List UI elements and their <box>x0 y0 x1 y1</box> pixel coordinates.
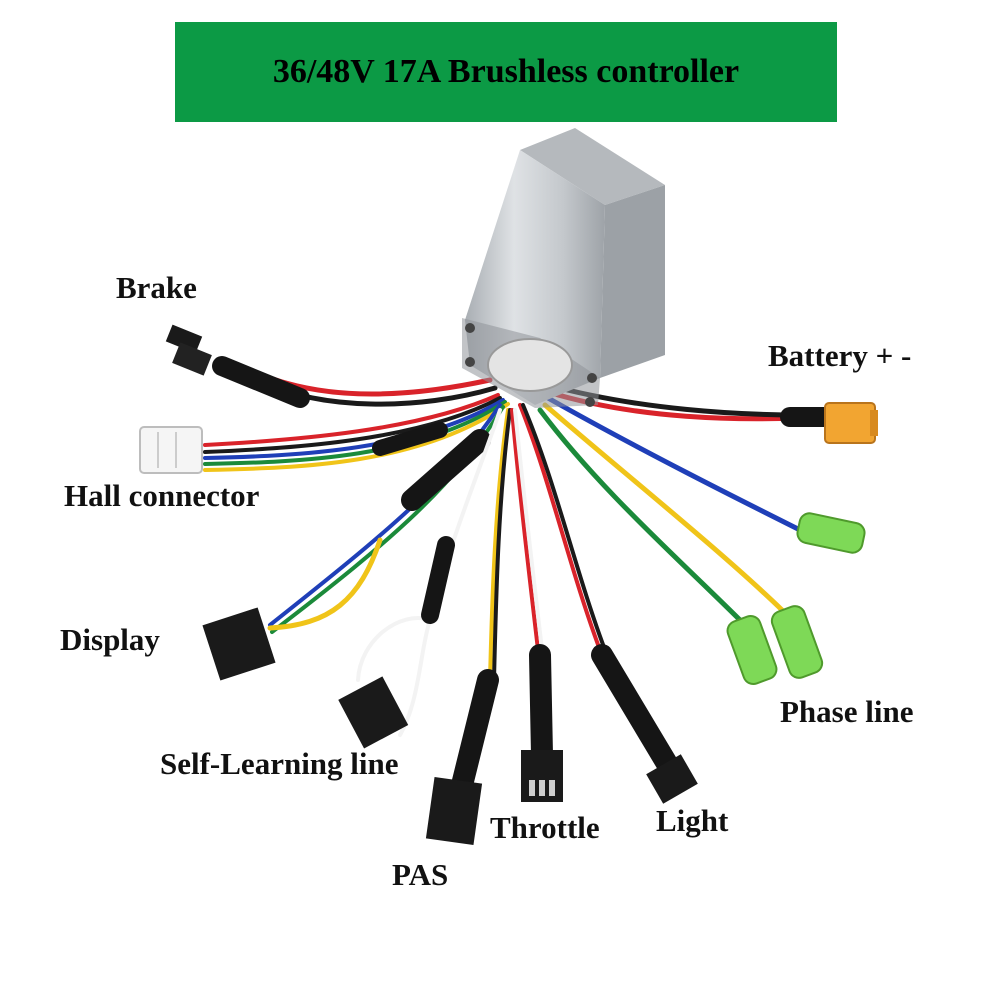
label-battery: Battery + - <box>768 338 912 373</box>
phase-wire-yellow <box>542 402 785 613</box>
label-phase-line: Phase line <box>780 694 914 729</box>
throttle-connector <box>521 750 563 802</box>
display-sleeve <box>401 429 491 511</box>
pas-wire-black <box>492 408 512 682</box>
page-title: 36/48V 17A Brushless controller <box>272 53 740 90</box>
hall-wire-blue <box>203 398 505 460</box>
hall-wire-green <box>203 400 507 466</box>
housing-right-face <box>600 185 665 378</box>
housing-screw <box>585 397 595 407</box>
housing-screw <box>587 373 597 383</box>
display-connector <box>202 607 276 681</box>
label-pas: PAS <box>392 857 449 892</box>
wire-bundle <box>203 356 838 796</box>
title-banner: 36/48V 17A Brushless controller <box>175 22 837 122</box>
phase-wire-green <box>537 407 748 628</box>
brake-sleeve <box>212 356 310 408</box>
housing-screw <box>465 357 475 367</box>
self-learning-connector <box>338 676 409 749</box>
hall-wire-red <box>203 393 500 447</box>
pas-connector <box>425 776 483 846</box>
self-learning-loop <box>356 616 432 682</box>
self-learning-sleeve <box>421 536 455 624</box>
light-connector <box>646 754 698 804</box>
phase-bullet-connector-yellow <box>770 605 824 679</box>
hall-connector-plug <box>139 426 203 474</box>
brake-connector <box>165 324 212 376</box>
display-wire-yellow <box>267 537 383 631</box>
light-wire-black <box>521 403 607 652</box>
label-self-learning-line: Self-Learning line <box>160 746 399 781</box>
battery-xt60-connector <box>824 402 878 444</box>
title-banner-bg <box>175 22 837 122</box>
hall-sleeve <box>372 422 448 456</box>
hall-wire-black <box>203 396 502 454</box>
label-throttle: Throttle <box>490 810 600 845</box>
phase-bullet-connector-blue <box>796 512 866 554</box>
label-hall-connector: Hall connector <box>64 478 260 513</box>
hall-wire-yellow <box>203 402 510 472</box>
label-light: Light <box>656 803 729 838</box>
throttle-wire-white <box>513 408 544 652</box>
pas-wire-yellow <box>488 408 510 682</box>
throttle-wire-red <box>510 408 540 652</box>
cable-grommet <box>487 338 573 392</box>
light-wire-red <box>518 403 602 652</box>
controller-housing <box>462 128 665 408</box>
housing-top-face <box>520 128 665 205</box>
housing-screw <box>465 323 475 333</box>
label-brake: Brake <box>116 270 197 305</box>
phase-bullet-connector-green <box>726 614 778 686</box>
throttle-sleeve <box>529 644 553 766</box>
phase-wire-blue <box>545 395 803 533</box>
pas-sleeve <box>451 669 499 796</box>
light-sleeve <box>591 644 683 783</box>
label-display: Display <box>60 622 160 657</box>
